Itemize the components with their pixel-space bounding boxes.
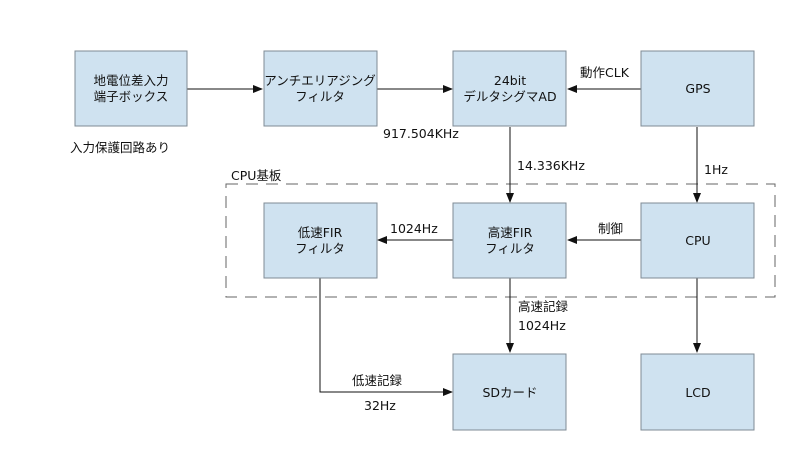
cpu-board-region — [225, 183, 776, 298]
high-fir-box — [452, 202, 567, 279]
lowfir-line2: フィルタ — [295, 241, 345, 256]
input-protection-note: 入力保護回路あり — [70, 140, 170, 155]
low-record-label: 低速記録 — [352, 373, 403, 388]
adc-line1: 24bit — [494, 73, 526, 88]
adc-box — [452, 50, 567, 127]
highfir-line1: 高速FIR — [488, 225, 533, 240]
gps-box — [640, 50, 755, 127]
aafilter-line1: アンチエリアジング — [264, 73, 376, 88]
rate-1hz-label: 1Hz — [704, 162, 728, 177]
lcd-box — [640, 353, 755, 431]
rate-14-label: 14.336KHz — [517, 158, 585, 173]
highfir-line2: フィルタ — [485, 241, 535, 256]
high-record-label: 高速記録 — [518, 299, 569, 314]
gps-label: GPS — [685, 81, 710, 96]
control-label: 制御 — [598, 221, 623, 236]
input-terminal-box — [74, 50, 188, 127]
aafilter-line2: フィルタ — [295, 89, 345, 104]
clock-label: 動作CLK — [580, 65, 630, 80]
cpu-label: CPU — [685, 233, 710, 248]
high-record-rate-label: 1024Hz — [518, 318, 566, 333]
sd-card-label: SDカード — [482, 385, 537, 400]
adc-line2: デルタシグマAD — [463, 89, 556, 104]
sd-card-box — [452, 353, 567, 431]
lowfir-line1: 低速FIR — [298, 225, 343, 240]
lcd-label: LCD — [685, 385, 710, 400]
cpu-board-label: CPU基板 — [231, 168, 282, 183]
low-fir-box — [263, 202, 378, 279]
rate-1024-label: 1024Hz — [390, 221, 438, 236]
cpu-box — [640, 202, 755, 279]
input-box-line1: 地電位差入力 — [93, 73, 168, 88]
edge-lowfir-to-sd — [319, 278, 453, 396]
low-record-rate-label: 32Hz — [364, 398, 396, 413]
antialiasing-filter-box — [263, 50, 378, 127]
input-box-line2: 端子ボックス — [94, 89, 169, 104]
rate-917-label: 917.504KHz — [383, 126, 459, 141]
